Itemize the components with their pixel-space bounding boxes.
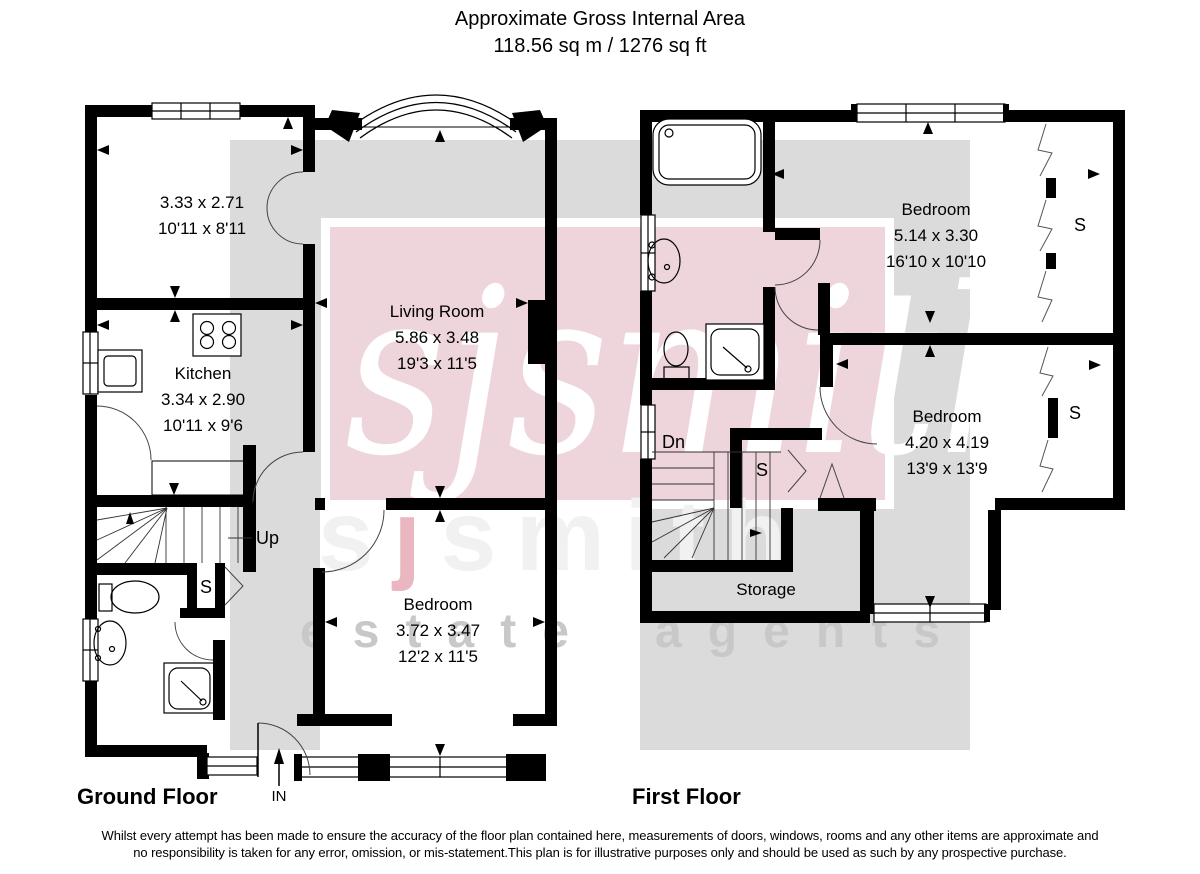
entrance-label: IN [271, 788, 287, 805]
window-icon [82, 331, 99, 395]
room-dims-m: 3.72 x 3.47 [395, 621, 481, 640]
window-icon [856, 103, 1006, 123]
room-label-bedroom-2: Bedroom 4.20 x 4.19 13'9 x 13'9 [905, 404, 989, 482]
room-dims-ft: 10'11 x 9'6 [163, 416, 243, 435]
wardrobe-front-icons [1037, 123, 1054, 493]
wm-letter: e [763, 605, 790, 658]
room-dims-m: 3.34 x 2.90 [160, 390, 246, 409]
wm-letter: t [671, 480, 706, 592]
wm-letter: s [440, 480, 497, 592]
wm-letter: h [724, 480, 786, 592]
room-dims-ft: 19'3 x 11'5 [397, 354, 477, 373]
room-label-bedroom-1: Bedroom 5.14 x 3.30 16'10 x 10'10 [886, 197, 986, 275]
window-icon [206, 756, 258, 776]
wm-letter: a [447, 605, 475, 658]
room-dims-m: 5.14 x 3.30 [893, 226, 979, 245]
cistern-icon [98, 583, 113, 612]
page-header: Approximate Gross Internal Area 118.56 s… [0, 6, 1200, 60]
toilet-icon [110, 580, 160, 614]
room-dims-ft: 13'9 x 13'9 [906, 459, 988, 478]
cupboard-label-ground: S [199, 577, 213, 597]
shower-icon [163, 662, 215, 714]
wm-letter-j: j [393, 480, 422, 592]
room-name: Storage [736, 580, 796, 599]
stairs-up-arrow-icon [126, 512, 134, 524]
wm-letter: e [300, 605, 327, 658]
wm-letter-gap [595, 606, 629, 658]
cupboard-label-landing: S [755, 460, 769, 480]
disclaimer-line-2: no responsibility is taken for any error… [133, 845, 1067, 860]
page-subtitle: 118.56 sq m / 1276 sq ft [493, 35, 707, 57]
wm-letter: n [815, 605, 846, 658]
wm-letter: i [624, 480, 653, 592]
room-dims-ft: 16'10 x 10'10 [885, 252, 987, 271]
room-label-living-room: Living Room 5.86 x 3.48 19'3 x 11'5 [390, 299, 485, 377]
wm-letter: t [500, 605, 517, 658]
wm-letter: e [542, 605, 569, 658]
window-icon [82, 618, 99, 682]
window-icon [151, 102, 241, 120]
room-dims-ft: 10'11 x 8'11 [157, 219, 247, 238]
wm-letter: s [318, 480, 374, 592]
bathroom-fixtures-ground [93, 580, 215, 714]
wm-letter: t [871, 605, 888, 658]
disclaimer-line-1: Whilst every attempt has been made to en… [101, 828, 1099, 843]
room-name: Bedroom [912, 407, 982, 426]
room-dims-m: 4.20 x 4.19 [904, 433, 990, 452]
wm-letter: g [707, 605, 738, 658]
wm-letter: s [352, 605, 380, 658]
cupboard-label-wardrobe2: S [1068, 403, 1082, 423]
basin-icon [93, 620, 127, 666]
wm-letter: m [515, 480, 605, 592]
watermark-letters-sjsmith: s j s m i t h [318, 486, 786, 596]
wm-letter: a [655, 605, 682, 658]
ground-floor-title: Ground Floor [77, 784, 218, 809]
window-icon [299, 756, 509, 778]
room-name: Kitchen [174, 364, 232, 383]
sink-icon [97, 349, 143, 393]
wm-letter: s [913, 605, 940, 658]
room-label-kitchen: Kitchen 3.34 x 2.90 10'11 x 9'6 [161, 361, 245, 439]
room-name: Living Room [389, 302, 485, 321]
cupboard-label-wardrobe1: S [1073, 215, 1087, 235]
stairs-down-label: Dn [662, 432, 686, 452]
first-floor-title: First Floor [632, 784, 741, 809]
room-dims-m: 5.86 x 3.48 [394, 328, 480, 347]
stairs-up-label: Up [256, 528, 280, 548]
page-title: Approximate Gross Internal Area [454, 8, 746, 30]
bay-window-arc [325, 94, 547, 142]
room-dims-ft: 12'2 x 11'5 [398, 647, 478, 666]
room-label-bedroom-ground: Bedroom 3.72 x 3.47 12'2 x 11'5 [396, 592, 480, 670]
room-name: Bedroom [403, 595, 473, 614]
entrance-arrow-icon [274, 748, 284, 786]
room-name: Bedroom [901, 200, 971, 219]
room-label-storage: Storage [736, 577, 796, 603]
room-dims-m: 3.33 x 2.71 [159, 193, 245, 212]
room-label-reception: 3.33 x 2.71 10'11 x 8'11 [158, 190, 246, 242]
wm-letter: t [405, 605, 422, 658]
disclaimer: Whilst every attempt has been made to en… [0, 827, 1200, 861]
stairs-ground [96, 507, 252, 564]
